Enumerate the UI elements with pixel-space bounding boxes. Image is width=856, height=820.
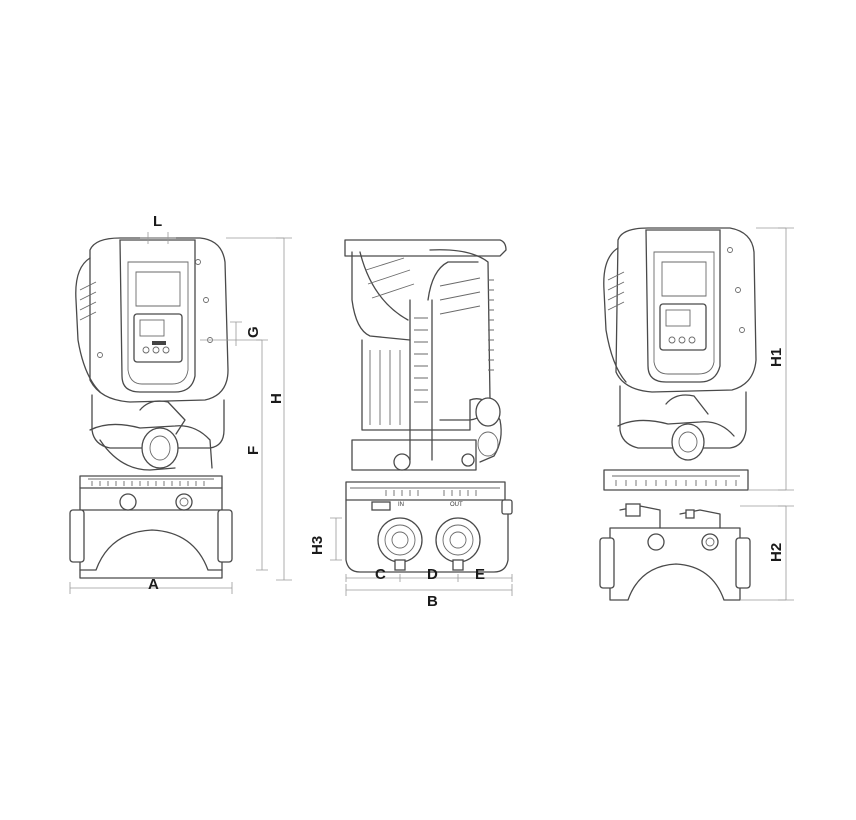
- base-view-right: [599, 503, 751, 601]
- right-dimensions: [740, 227, 794, 601]
- dim-label-L: L: [153, 213, 162, 230]
- dim-label-H3: H3: [309, 536, 326, 555]
- dim-label-C: C: [375, 566, 386, 583]
- dim-label-A: A: [148, 576, 159, 593]
- side-dimensions: [330, 517, 513, 596]
- dim-label-H2: H2: [768, 543, 785, 562]
- dim-label-E: E: [475, 566, 485, 583]
- dim-label-B: B: [427, 593, 438, 610]
- side-view: IN OUT: [344, 239, 513, 573]
- inlet-label: IN: [398, 502, 404, 508]
- dim-label-D: D: [427, 566, 438, 583]
- front-dimensions: [69, 232, 292, 594]
- dim-label-H: H: [268, 393, 285, 404]
- front-view-right: [603, 227, 757, 491]
- dim-label-G: G: [245, 326, 262, 338]
- outlet-label: OUT: [450, 502, 463, 508]
- labels: L A B C D E F G H H1 H2 H3: [148, 213, 785, 610]
- front-view: [69, 237, 233, 579]
- dim-label-H1: H1: [768, 348, 785, 367]
- dim-label-F: F: [245, 446, 262, 455]
